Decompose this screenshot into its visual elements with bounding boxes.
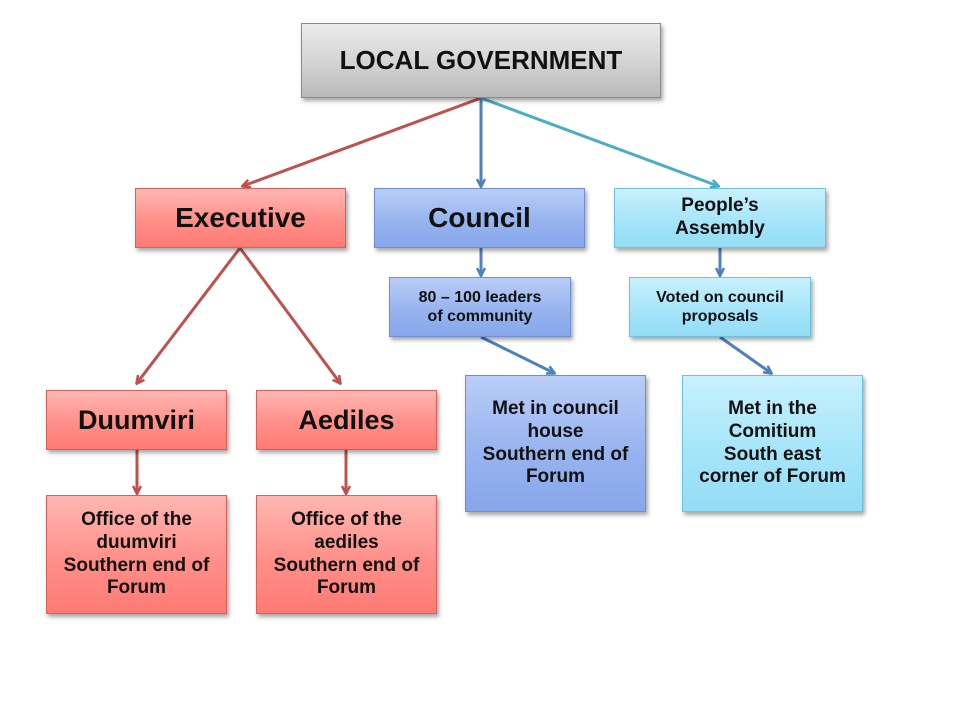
arrow-executive-to-aediles bbox=[238, 247, 340, 383]
assembly-meeting-line-3: South east bbox=[723, 443, 822, 465]
aediles-office-box: Office of the aediles Southern end of Fo… bbox=[256, 495, 437, 614]
council-leaders-line-2: of community bbox=[427, 308, 533, 325]
arrow-root-to-assembly bbox=[480, 96, 718, 186]
council-meeting-line-4: Forum bbox=[525, 466, 586, 488]
assembly-meeting-place-box: Met in the Comitium South east corner of… bbox=[682, 375, 863, 512]
duumviri-office-line-4: Forum bbox=[106, 577, 167, 599]
duumviri-box: Duumviri bbox=[46, 390, 227, 450]
council-box: Council bbox=[374, 188, 585, 248]
duumviri-office-box: Office of the duumviri Southern end of F… bbox=[46, 495, 227, 614]
council-meeting-line-3: Southern end of bbox=[482, 443, 629, 465]
arrow-leaders-to-met-council bbox=[480, 335, 554, 373]
aediles-office-line-2: aediles bbox=[314, 531, 379, 553]
council-label: Council bbox=[428, 202, 531, 234]
arrow-root-to-executive bbox=[243, 96, 482, 186]
council-leaders-box: 80 – 100 leaders of community bbox=[389, 277, 571, 337]
executive-label: Executive bbox=[175, 202, 306, 234]
council-meeting-place-box: Met in council house Southern end of For… bbox=[465, 375, 646, 512]
aediles-office-line-1: Office of the bbox=[291, 508, 402, 530]
council-meeting-line-1: Met in council bbox=[492, 397, 619, 419]
peoples-assembly-line-1: People’s bbox=[681, 195, 759, 217]
executive-box: Executive bbox=[135, 188, 346, 248]
aediles-label: Aediles bbox=[298, 404, 395, 435]
peoples-assembly-box: People’s Assembly bbox=[614, 188, 826, 248]
duumviri-office-line-1: Office of the bbox=[81, 508, 192, 530]
local-government-box: LOCAL GOVERNMENT bbox=[301, 23, 661, 98]
assembly-meeting-line-1: Met in the bbox=[728, 397, 817, 419]
assembly-voted-line-2: proposals bbox=[681, 308, 759, 325]
assembly-meeting-line-4: corner of Forum bbox=[699, 466, 846, 488]
assembly-voted-box: Voted on council proposals bbox=[629, 277, 811, 337]
duumviri-office-line-2: duumviri bbox=[96, 531, 177, 553]
assembly-voted-line-1: Voted on council bbox=[656, 288, 784, 306]
aediles-office-line-3: Southern end of bbox=[273, 554, 420, 576]
peoples-assembly-line-2: Assembly bbox=[675, 218, 765, 239]
council-leaders-line-1: 80 – 100 leaders bbox=[418, 288, 542, 306]
duumviri-label: Duumviri bbox=[77, 404, 196, 435]
local-government-label: LOCAL GOVERNMENT bbox=[339, 44, 623, 75]
duumviri-office-line-3: Southern end of bbox=[63, 554, 210, 576]
assembly-meeting-line-2: Comitium bbox=[728, 420, 817, 442]
aediles-office-line-4: Forum bbox=[316, 577, 377, 599]
arrow-voted-to-met-comitium bbox=[719, 335, 771, 373]
council-meeting-line-2: house bbox=[527, 420, 584, 442]
aediles-box: Aediles bbox=[256, 390, 437, 450]
arrow-executive-to-duumviri bbox=[137, 247, 242, 383]
